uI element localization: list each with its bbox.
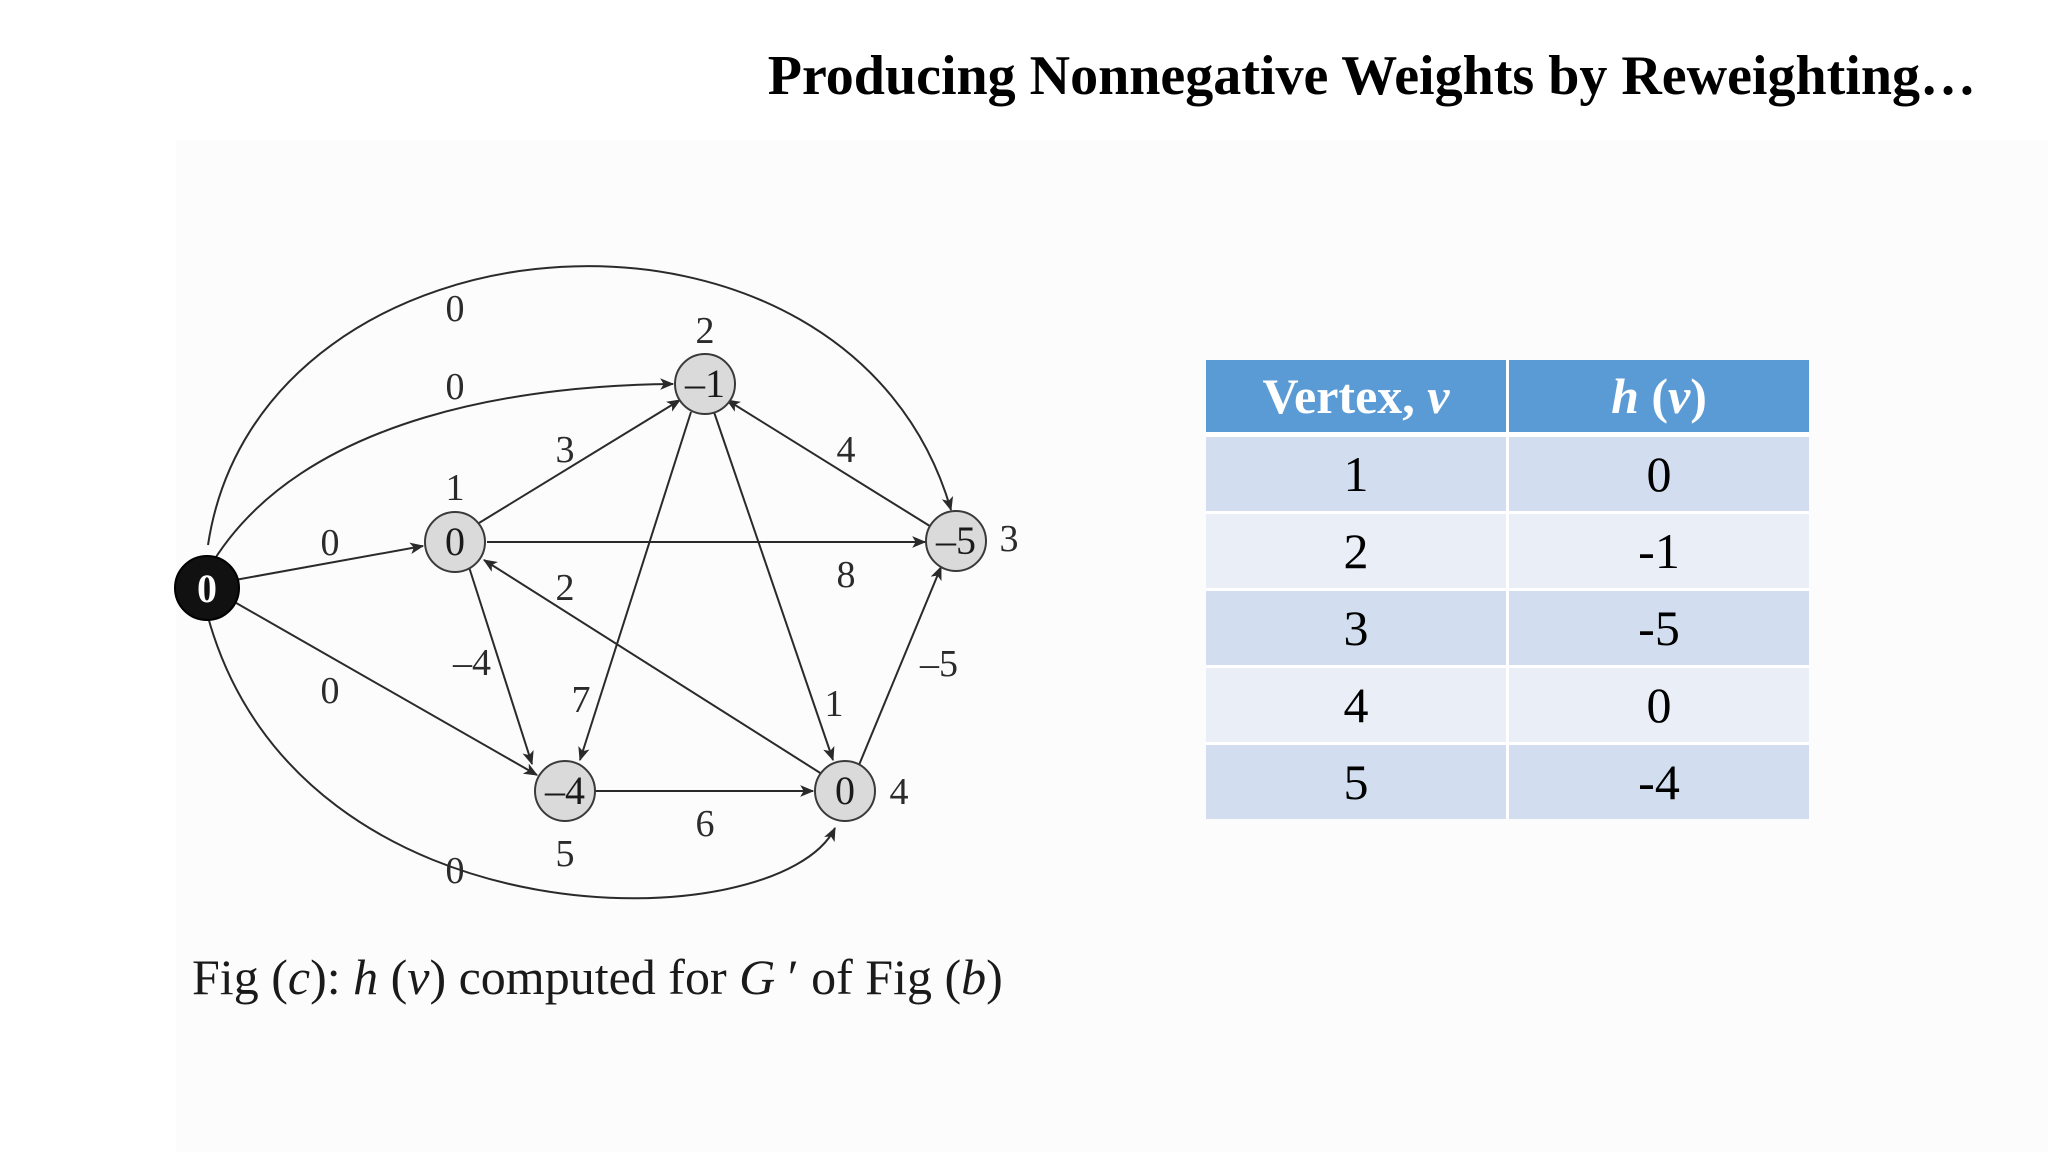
edge-1-5: [468, 566, 534, 766]
vertex-5: –4 5: [534, 760, 596, 875]
header-h: h (v): [1509, 360, 1809, 437]
vertex-1-id: 1: [446, 467, 465, 509]
vertex-2: –1 2: [674, 310, 736, 415]
table-row: 1 0: [1206, 437, 1809, 514]
vertex-2-id: 2: [696, 310, 715, 352]
figure-caption: Fig (c): h (v) computed for G ′ of Fig (…: [192, 949, 1003, 1005]
table-row: 4 0: [1206, 668, 1809, 745]
table-row: 5 -4: [1206, 745, 1809, 819]
edge-weight-s-1: 0: [321, 522, 340, 564]
graph-diagram: 0 0 0 0 0 3 8 –4 1 7 4 2 –5 6 0 0 1 –1 2…: [174, 265, 1019, 900]
edge-s-4: [207, 616, 836, 900]
edge-weight-1-5: –4: [452, 642, 491, 684]
vertex-2-h: –1: [684, 361, 725, 406]
edge-weight-s-2: 0: [446, 366, 465, 408]
source-vertex-value: 0: [197, 566, 217, 611]
edge-weight-2-5: 7: [572, 679, 591, 721]
vertex-5-h: –4: [544, 768, 585, 813]
source-vertex: 0: [174, 555, 240, 621]
vertex-3-h: –5: [935, 518, 976, 563]
edge-weight-3-2: 4: [837, 429, 856, 471]
edge-weight-4-1: 2: [556, 567, 575, 609]
edge-s-2: [207, 378, 675, 571]
table-row: 2 -1: [1206, 514, 1809, 591]
edge-s-1: [234, 542, 425, 581]
vertex-5-id: 5: [556, 833, 575, 875]
vertex-3-id: 3: [1000, 518, 1019, 560]
edge-4-1: [483, 559, 826, 777]
cell-vertex: 1: [1206, 437, 1509, 514]
edge-1-2: [478, 399, 681, 524]
edge-weight-s-5: 0: [321, 670, 340, 712]
cell-vertex: 5: [1206, 745, 1509, 819]
cell-vertex: 4: [1206, 668, 1509, 745]
vertex-3: –5 3: [925, 510, 1019, 572]
vertex-1: 0 1: [424, 467, 486, 573]
edge-weight-5-4: 6: [696, 803, 715, 845]
edge-weight-1-3: 8: [837, 554, 856, 596]
cell-vertex: 3: [1206, 591, 1509, 668]
edge-s-5: [230, 599, 539, 776]
edge-3-2: [726, 399, 934, 529]
edge-weight-2-4: 1: [825, 683, 844, 725]
vertex-4: 0 4: [814, 760, 909, 822]
slide-title: Producing Nonnegative Weights by Reweigh…: [767, 45, 1976, 107]
edge-4-3: [858, 565, 942, 766]
edge-2-4: [713, 411, 835, 762]
cell-h: -4: [1509, 745, 1809, 819]
table-row: 3 -5: [1206, 591, 1809, 668]
edge-weight-1-2: 3: [556, 429, 575, 471]
edge-weight-4-3: –5: [919, 643, 958, 685]
cell-vertex: 2: [1206, 514, 1509, 591]
cell-h: 0: [1509, 668, 1809, 745]
header-vertex: Vertex, v: [1206, 360, 1509, 437]
cell-h: 0: [1509, 437, 1809, 514]
vertex-4-id: 4: [890, 771, 909, 813]
cell-h: -5: [1509, 591, 1809, 668]
cell-h: -1: [1509, 514, 1809, 591]
edge-2-5: [578, 411, 692, 762]
table-header-row: Vertex, v h (v): [1206, 360, 1809, 437]
h-values-table: Vertex, v h (v) 1 0 2 -1 3 -5 4 0 5 -4: [1206, 360, 1809, 819]
edge-weight-s-4: 0: [446, 850, 465, 892]
vertex-1-h: 0: [445, 519, 465, 564]
edge-s-3: [207, 265, 954, 546]
vertex-4-h: 0: [835, 768, 855, 813]
edge-weight-s-3: 0: [446, 288, 465, 330]
